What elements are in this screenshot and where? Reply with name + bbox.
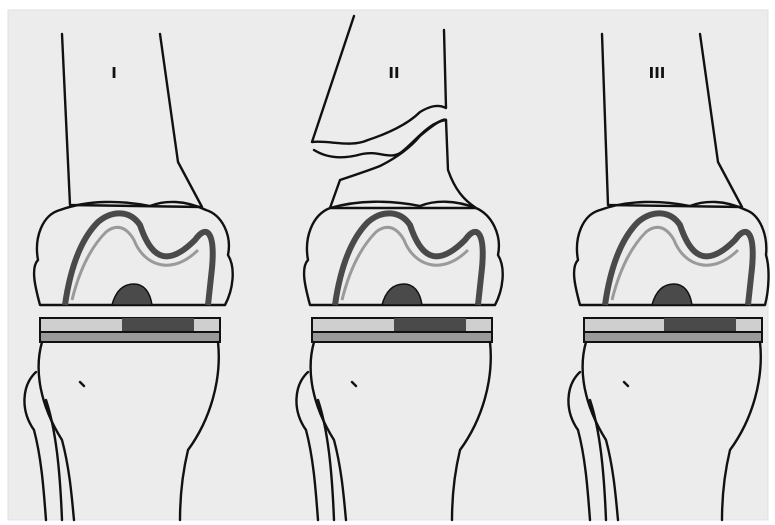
panel-label: III <box>649 64 666 82</box>
tibial-insert-shade <box>664 318 736 332</box>
tibial-tray <box>312 332 492 342</box>
figure-background <box>8 10 768 520</box>
tibial-tray <box>40 332 220 342</box>
tibial-tray <box>584 332 762 342</box>
tibial-insert-shade <box>394 318 466 332</box>
panel-label: II <box>388 64 399 82</box>
tibial-insert-shade <box>122 318 194 332</box>
panel-label: I <box>111 64 117 82</box>
